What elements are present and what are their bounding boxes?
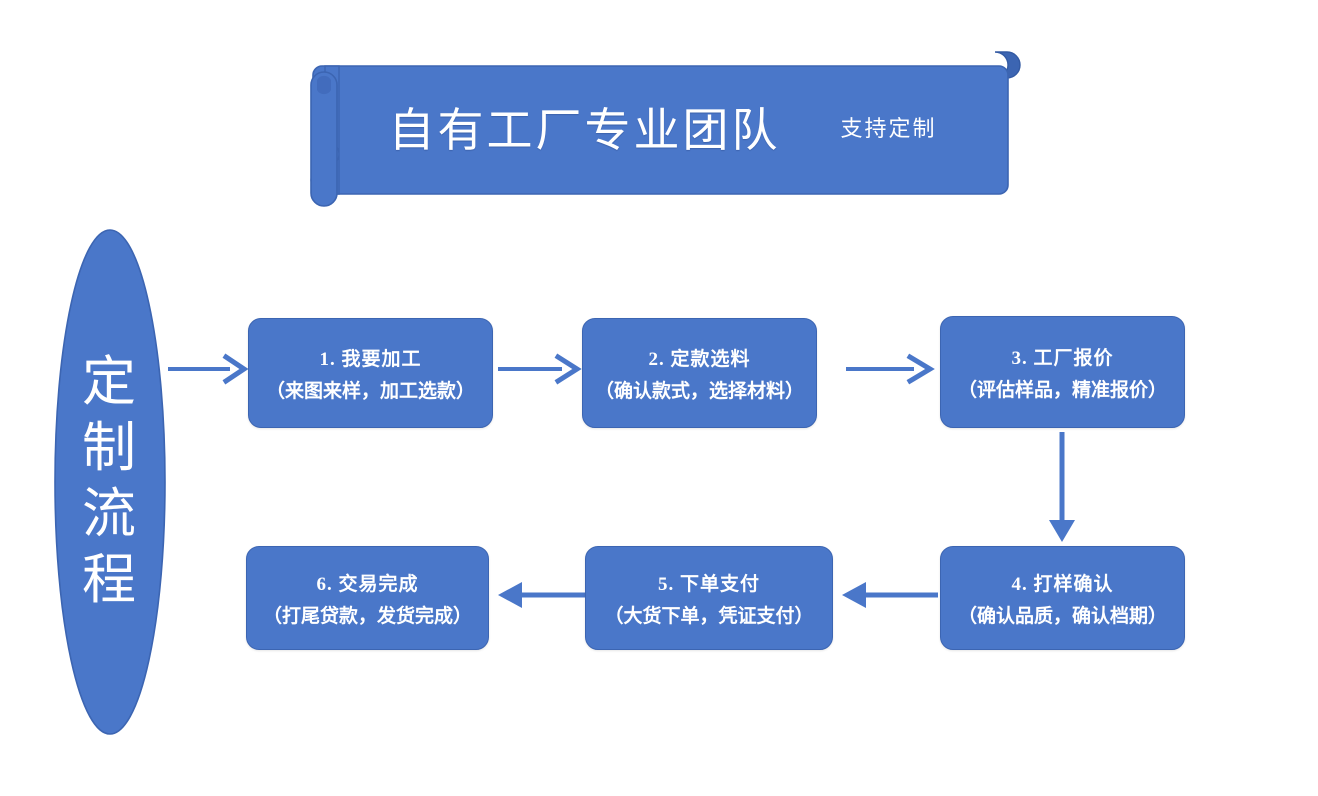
- arrow-step-2-to-step-3: [846, 353, 935, 385]
- banner-panel: [312, 65, 1009, 195]
- step-5-detail: （大货下单，凭证支付）: [604, 605, 814, 627]
- arrow-step-5-to-step-6: [498, 582, 588, 608]
- arrow-step-3-to-step-4: [1049, 432, 1075, 542]
- banner-left-roll: [310, 71, 338, 207]
- arrow-ellipse-to-step-1: [168, 353, 249, 385]
- arrow-step-1-to-step-2: [498, 353, 582, 385]
- step-box-2[interactable]: 2. 定款选料 （确认款式，选择材料）: [582, 318, 817, 428]
- step-2-detail: （确认款式，选择材料）: [594, 380, 804, 402]
- banner: 自有工厂专业团队 支持定制: [295, 42, 1030, 212]
- arrow-step-4-to-step-5: [842, 582, 938, 608]
- banner-scroll-shape: [310, 51, 1021, 207]
- step-box-6[interactable]: 6. 交易完成 （打尾贷款，发货完成）: [246, 546, 489, 650]
- ellipse-shape: [54, 229, 166, 735]
- side-label-ellipse: 定 制 流 程: [52, 226, 168, 738]
- step-box-3[interactable]: 3. 工厂报价 （评估样品，精准报价）: [940, 316, 1185, 428]
- step-3-detail: （评估样品，精准报价）: [957, 379, 1167, 401]
- step-box-5[interactable]: 5. 下单支付 （大货下单，凭证支付）: [585, 546, 833, 650]
- step-5-title: 5. 下单支付: [657, 573, 760, 595]
- step-1-title: 1. 我要加工: [319, 348, 422, 370]
- step-6-detail: （打尾贷款，发货完成）: [262, 605, 472, 627]
- step-box-1[interactable]: 1. 我要加工 （来图来样，加工选款）: [248, 318, 493, 428]
- step-6-title: 6. 交易完成: [316, 573, 419, 595]
- banner-left-roll-shadow: [317, 75, 331, 95]
- step-box-4[interactable]: 4. 打样确认 （确认品质，确认档期）: [940, 546, 1185, 650]
- step-1-detail: （来图来样，加工选款）: [265, 380, 475, 402]
- ellipse-fill: [54, 229, 166, 735]
- step-4-detail: （确认品质，确认档期）: [957, 605, 1167, 627]
- step-2-title: 2. 定款选料: [648, 348, 751, 370]
- step-3-title: 3. 工厂报价: [1011, 347, 1114, 369]
- step-4-title: 4. 打样确认: [1011, 573, 1114, 595]
